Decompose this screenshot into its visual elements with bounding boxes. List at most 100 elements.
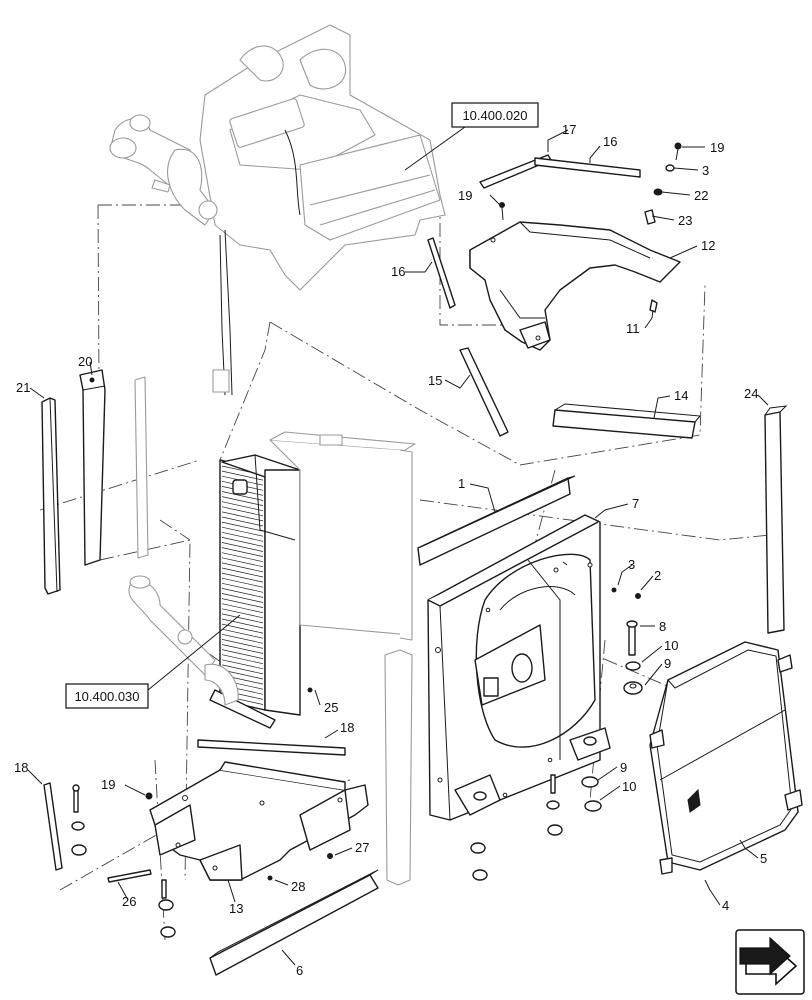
radiator-fin bbox=[221, 618, 264, 629]
radiator-fin bbox=[221, 654, 264, 665]
callout-19-top: 19 bbox=[710, 140, 724, 155]
seal-strip-16-top bbox=[534, 157, 641, 178]
seal-strip-1 bbox=[417, 475, 576, 566]
radiator-fin bbox=[221, 623, 264, 634]
radiator-fin bbox=[221, 547, 264, 557]
radiator-fin bbox=[221, 598, 264, 608]
reference-box-lower: 10.400.030 bbox=[65, 614, 241, 709]
fastener-stack-top-right bbox=[499, 142, 682, 313]
radiator-fin bbox=[221, 582, 264, 593]
callout-16-left: 16 bbox=[391, 264, 405, 279]
fastener-stack-lower-left bbox=[71, 687, 563, 938]
callout-26: 26 bbox=[122, 894, 136, 909]
callout-24: 24 bbox=[744, 386, 758, 401]
callout-3-right: 3 bbox=[628, 557, 635, 572]
seal-strip-16-left bbox=[427, 237, 456, 309]
radiator-fin bbox=[221, 649, 264, 659]
seal-strip-center-vertical bbox=[384, 649, 413, 886]
upper-bracket bbox=[469, 221, 681, 351]
radiator-core bbox=[209, 454, 301, 729]
seal-strip-21 bbox=[41, 397, 61, 595]
callout-4: 4 bbox=[722, 898, 729, 913]
radiator-fin bbox=[221, 664, 264, 675]
condenser bbox=[269, 431, 416, 641]
callout-23: 23 bbox=[678, 213, 692, 228]
radiator-fin bbox=[221, 491, 264, 501]
callout-5: 5 bbox=[760, 851, 767, 866]
callout-3-top: 3 bbox=[702, 163, 709, 178]
radiator-fin bbox=[221, 501, 264, 512]
reference-label-lower: 10.400.030 bbox=[74, 689, 139, 704]
radiator-fin bbox=[221, 588, 264, 598]
seal-strip-6 bbox=[209, 869, 379, 976]
callout-12: 12 bbox=[701, 238, 715, 253]
radiator-fin bbox=[221, 516, 264, 527]
fastener-stack-right bbox=[562, 561, 643, 812]
callout-16-top: 16 bbox=[603, 134, 617, 149]
callout-9-right: 9 bbox=[664, 656, 671, 671]
callout-10-right: 10 bbox=[664, 638, 678, 653]
callout-20: 20 bbox=[78, 354, 92, 369]
radiator-fin bbox=[221, 537, 264, 547]
arrow-next-icon[interactable] bbox=[735, 929, 805, 995]
seal-strip-20 bbox=[79, 369, 106, 566]
callout-18-center: 18 bbox=[340, 720, 354, 735]
radiator-fin bbox=[221, 608, 264, 619]
reference-box-upper: 10.400.020 bbox=[404, 102, 539, 171]
callout-21: 21 bbox=[16, 380, 30, 395]
radiator-fin bbox=[221, 496, 264, 506]
radiator-fin bbox=[221, 506, 264, 517]
engine-assembly bbox=[109, 24, 446, 396]
radiator-fin bbox=[221, 613, 264, 624]
radiator-fin bbox=[221, 511, 264, 522]
callout-17: 17 bbox=[562, 122, 576, 137]
callout-13: 13 bbox=[229, 901, 243, 916]
callout-27: 27 bbox=[355, 840, 369, 855]
callout-9-lower: 9 bbox=[620, 760, 627, 775]
radiator-fin bbox=[221, 552, 264, 563]
callout-11: 11 bbox=[626, 321, 640, 336]
seal-strip-ghost-left bbox=[134, 376, 149, 559]
radiator-fin bbox=[221, 531, 264, 542]
radiator-fin bbox=[221, 521, 264, 532]
radiator-fin bbox=[221, 567, 264, 578]
fan-guard bbox=[649, 641, 803, 875]
radiator-fin bbox=[221, 526, 264, 537]
radiator-fin bbox=[221, 577, 264, 588]
callout-7: 7 bbox=[632, 496, 639, 511]
seal-strip-18-left bbox=[43, 782, 63, 871]
callout-25: 25 bbox=[324, 700, 338, 715]
radiator-fin bbox=[221, 639, 264, 649]
callout-2: 2 bbox=[654, 568, 661, 583]
callout-10-lower: 10 bbox=[622, 779, 636, 794]
radiator-fin bbox=[221, 542, 264, 552]
radiator-fin bbox=[221, 644, 264, 654]
radiator-fin bbox=[221, 557, 264, 568]
radiator-fin bbox=[221, 633, 264, 644]
callout-18-left: 18 bbox=[14, 760, 28, 775]
radiator-fin bbox=[221, 659, 264, 670]
lower-bracket bbox=[149, 761, 369, 881]
seal-strip-15 bbox=[459, 347, 509, 437]
reference-label-upper: 10.400.020 bbox=[462, 108, 527, 123]
callout-leaders bbox=[27, 129, 769, 966]
lower-hose bbox=[128, 575, 239, 706]
seal-strip-24 bbox=[764, 405, 788, 634]
radiator-fin bbox=[221, 572, 264, 583]
callout-28: 28 bbox=[291, 879, 305, 894]
callout-22: 22 bbox=[694, 188, 708, 203]
radiator-fin bbox=[221, 603, 264, 614]
callout-6: 6 bbox=[296, 963, 303, 978]
callout-8: 8 bbox=[659, 619, 666, 634]
radiator-fin bbox=[221, 628, 264, 639]
seal-strip-26 bbox=[107, 869, 152, 883]
callout-15: 15 bbox=[428, 373, 442, 388]
seal-strip-14 bbox=[552, 403, 701, 439]
seal-strip-18-center bbox=[197, 739, 346, 756]
radiator-fin bbox=[221, 593, 264, 603]
fan-shroud-frame bbox=[427, 514, 611, 821]
callout-numbers: 17 16 19 3 22 23 12 19 16 11 15 14 24 1 … bbox=[14, 122, 767, 978]
callout-1: 1 bbox=[458, 476, 465, 491]
radiator-fin bbox=[221, 562, 264, 573]
